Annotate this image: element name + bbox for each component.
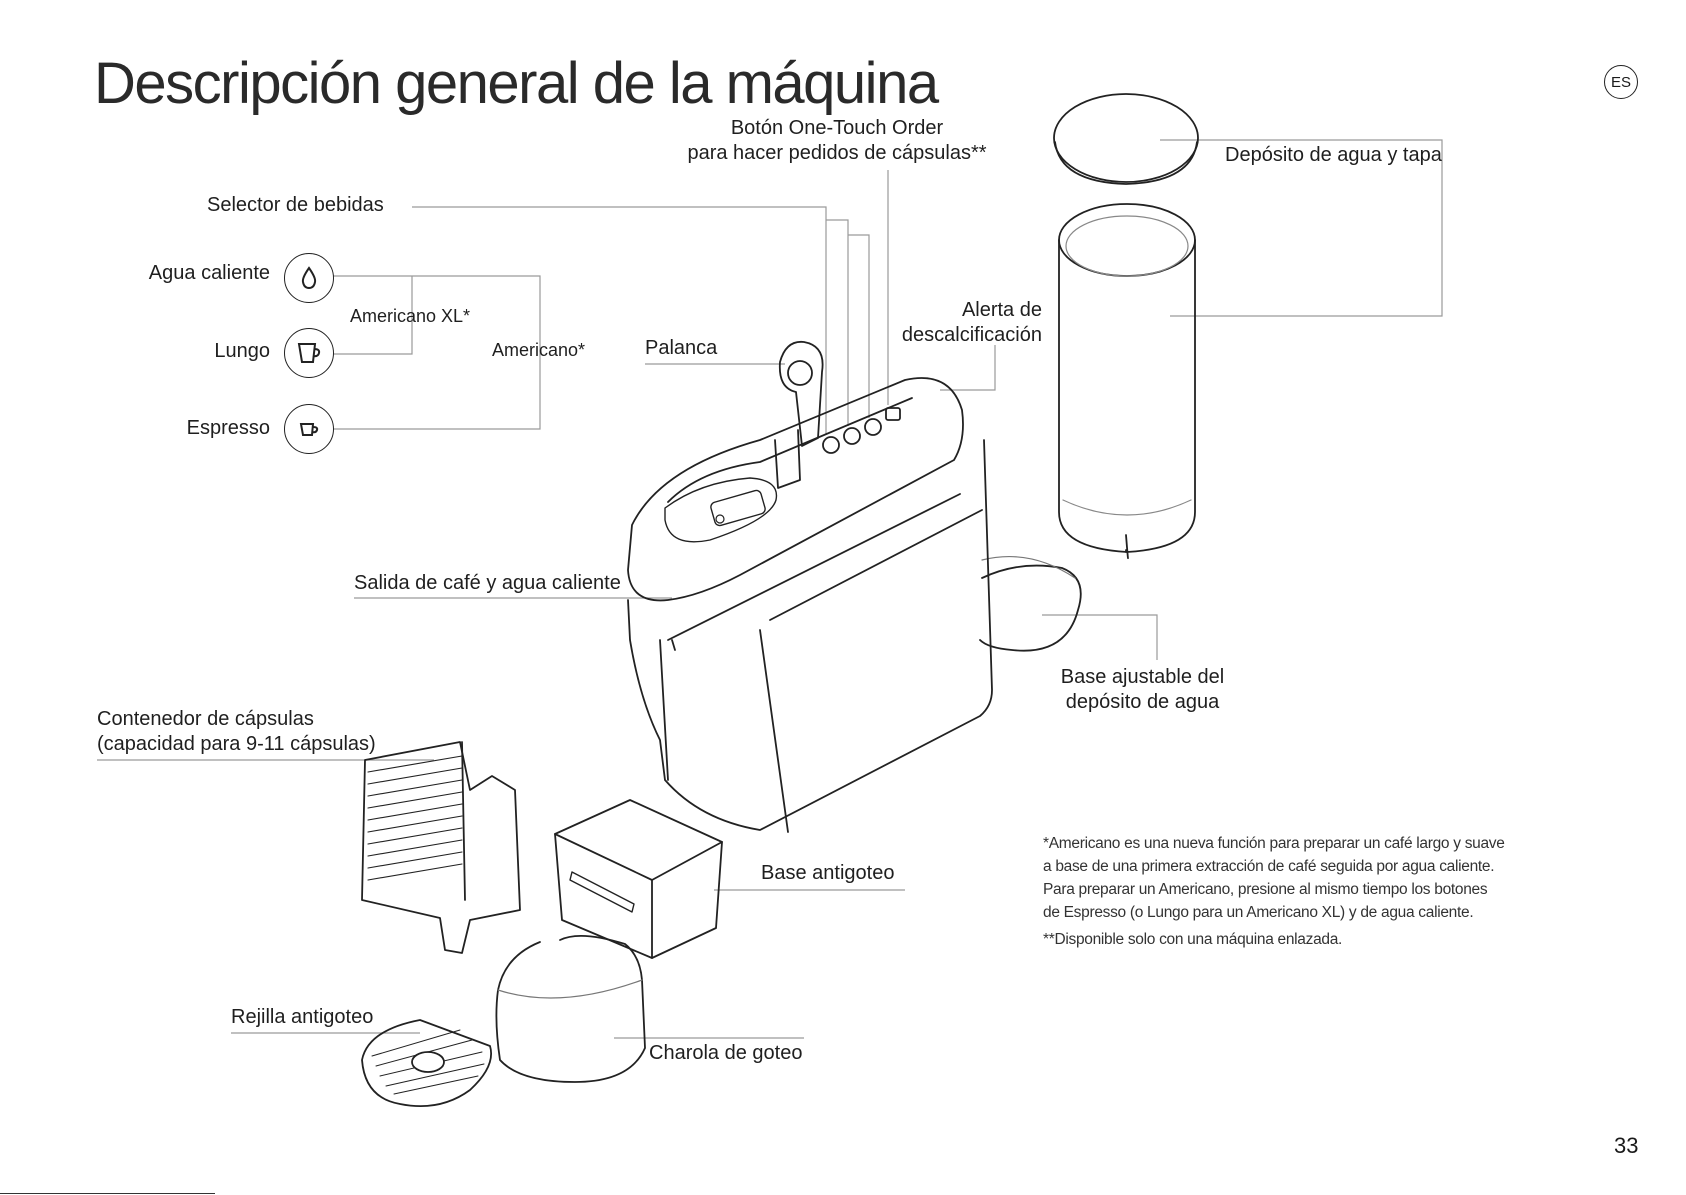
label-one-touch: Botón One-Touch Order para hacer pedidos… — [672, 116, 1002, 166]
leader-water-tank — [1160, 139, 1443, 317]
drip-grid — [361, 1019, 492, 1107]
label-tank-base-line1: Base ajustable del — [1060, 666, 1225, 688]
label-one-touch-line2: para hacer pedidos de cápsulas** — [687, 142, 987, 164]
footnote-linked-machine: **Disponible solo con una máquina enlaza… — [1043, 931, 1343, 948]
footnote-americano-line1: *Americano es una nueva función para pre… — [1043, 835, 1505, 852]
label-lever: Palanca — [645, 337, 718, 359]
drip-base-box — [554, 799, 723, 959]
label-beverage-selector: Selector de bebidas — [207, 194, 384, 216]
hot-water-button[interactable] — [284, 253, 334, 303]
espresso-button[interactable] — [284, 404, 334, 454]
leader-americano-xl — [333, 276, 413, 355]
label-hot-water: Agua caliente — [148, 262, 270, 284]
label-capsule-container-line2: (capacidad para 9-11 cápsulas) — [97, 733, 376, 755]
language-badge: ES — [1604, 65, 1638, 99]
label-espresso: Espresso — [186, 417, 270, 439]
leader-americano — [333, 275, 541, 430]
page-title: Descripción general de la máquina — [94, 51, 939, 116]
label-lungo: Lungo — [214, 340, 270, 362]
label-descaling-line2: descalcificación — [901, 324, 1042, 346]
leader-beverage-selector — [412, 206, 827, 435]
water-tank — [1058, 203, 1196, 559]
large-cup-icon — [297, 343, 321, 363]
water-drop-icon — [301, 266, 317, 290]
footnotes: *Americano es una nueva función para pre… — [1043, 832, 1513, 951]
label-descaling: Alerta de descalcificación — [860, 298, 1042, 348]
label-drip-base: Base antigoteo — [761, 862, 895, 884]
lungo-button[interactable] — [284, 328, 334, 378]
label-tank-base: Base ajustable del depósito de agua — [1045, 665, 1240, 715]
label-capsule-container: Contenedor de cápsulas (capacidad para 9… — [97, 707, 376, 757]
machine-body — [627, 340, 993, 833]
drip-tray — [495, 934, 646, 1083]
label-water-tank: Depósito de agua y tapa — [1225, 144, 1442, 166]
label-americano: Americano* — [492, 340, 586, 360]
label-drip-grid: Rejilla antigoteo — [231, 1006, 374, 1028]
label-americano-xl: Americano XL* — [350, 306, 471, 326]
small-cup-icon — [299, 423, 319, 436]
tank-lid — [1053, 93, 1199, 183]
label-drip-tray: Charola de goteo — [649, 1042, 803, 1064]
footnote-americano-line2: a base de una primera extracción de café… — [1043, 858, 1495, 875]
label-one-touch-line1: Botón One-Touch Order — [730, 117, 944, 139]
label-capsule-container-line1: Contenedor de cápsulas — [97, 708, 314, 730]
footnote-americano-line4: de Espresso (o Lungo para un Americano X… — [1043, 904, 1474, 921]
bottom-rule — [0, 1193, 215, 1194]
leader-descaling — [940, 345, 996, 391]
capsule-container — [361, 741, 521, 954]
label-tank-base-line2: depósito de agua — [1065, 691, 1220, 713]
label-outlet: Salida de café y agua caliente — [354, 572, 621, 594]
footnote-americano-line3: Para preparar un Americano, presione al … — [1043, 881, 1488, 898]
label-descaling-line1: Alerta de — [961, 299, 1042, 321]
page-number: 33 — [1614, 1133, 1639, 1158]
tank-base — [979, 555, 1082, 652]
leader-tank-base — [1042, 614, 1158, 660]
